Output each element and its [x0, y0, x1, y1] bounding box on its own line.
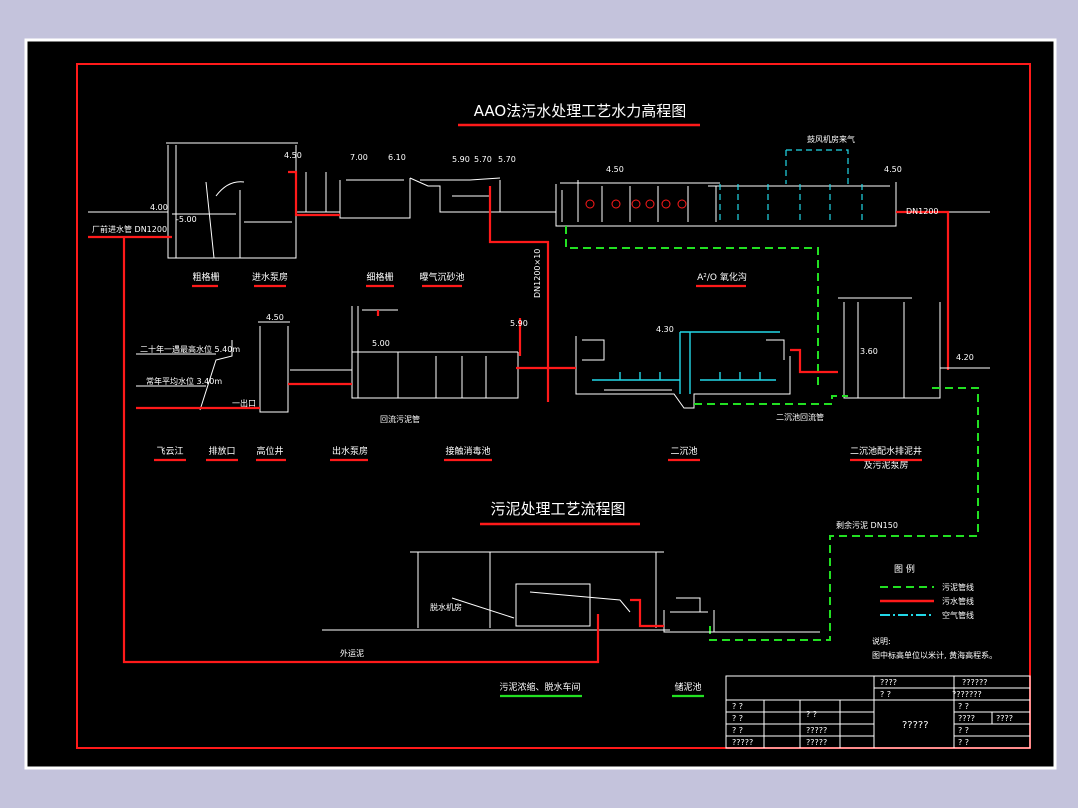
tb-r3a: ? ? — [732, 702, 743, 711]
caption-grit-chamber: 曝气沉砂池 — [419, 271, 464, 283]
tb-r4c: ? ? — [732, 726, 743, 735]
river-level-label: 二十年一遇最高水位 5.40m — [140, 344, 240, 354]
row2-structures — [136, 297, 990, 413]
caption-coarse-screen: 粗格栅 — [192, 271, 219, 283]
elev-label-11: 5.00 — [372, 339, 390, 348]
notes-title: 说明: — [872, 636, 891, 646]
caption-sludge-pump-2: 及污泥泵房 — [863, 459, 908, 471]
sludge-return-label: 回流污泥管 — [380, 414, 420, 424]
outlet-pipe-label: DN1200 — [906, 207, 939, 216]
river-normal-label: 常年平均水位 3.40m — [146, 376, 222, 386]
caption-sludge-tank: 储泥池 — [674, 681, 701, 693]
caption-aao-tank: A²/O 氧化沟 — [697, 271, 747, 283]
caption-secondary-clarifier: 二沉池 — [670, 445, 697, 457]
excess-sludge-label: 剩余污泥 DN150 — [836, 520, 898, 530]
sewage-line-row3 — [122, 237, 664, 664]
inlet-pipe-label: 厂前进水管 DN1200 — [92, 224, 167, 234]
elev-label-9: -5.00 — [176, 215, 197, 224]
elev-label-1: 4.50 — [284, 151, 302, 160]
vertical-pipe-label: DN1200×10 — [533, 249, 542, 298]
caption-inlet-pump: 进水泵房 — [252, 271, 288, 283]
legend: 图 例 污泥管线 污水管线 空气管线 — [880, 563, 974, 620]
sludge-line-row1 — [565, 226, 819, 386]
caption-outfall: 排放口 — [208, 445, 235, 457]
tb-r1c1: ???? — [880, 678, 897, 687]
tb-r1c2: ?????? — [962, 678, 987, 687]
tb-r2c2: ??????? — [952, 690, 982, 699]
sludge-out-label: 外运泥 — [340, 648, 364, 658]
tb-center: ????? — [902, 720, 929, 731]
sewage-line-row1 — [88, 170, 950, 402]
air-pipe-row2 — [592, 331, 780, 394]
elev-label-8: 4.00 — [150, 203, 168, 212]
row1-annotations: 厂前进水管 DN1200 4.50 7.00 6.10 5.90 5.70 5.… — [92, 134, 939, 234]
row1-aeration-discs — [585, 199, 687, 209]
caption-high-well: 高位井 — [256, 445, 283, 457]
elev-label-4: 5.90 — [452, 155, 470, 164]
elev-label-6: 4.50 — [606, 165, 624, 174]
title-block-text: ???? ????? ? ? ? ?????? ? ? ? ? ? ? ? ? ? … — [732, 678, 1013, 747]
notes: 说明: 图中标高单位以米计, 黄海高程系。 — [872, 636, 997, 660]
row3-annotations: 脱水机房 外运泥 剩余污泥 DN150 — [340, 520, 898, 658]
caption-river: 飞云江 — [156, 446, 183, 457]
tb-r3b: ? ? — [958, 702, 969, 711]
secondary-return-label: 二沉池回流管 — [776, 412, 824, 422]
elev-label-5b: 5.70 — [498, 155, 516, 164]
elev-label-14: 4.20 — [956, 353, 974, 362]
dewater-room-label: 脱水机房 — [430, 602, 462, 612]
legend-label-sewage: 污水管线 — [942, 596, 974, 606]
tb-r6b: ????? — [806, 738, 827, 747]
elev-label-10: 4.50 — [266, 313, 284, 322]
elev-label-2: 7.00 — [350, 153, 368, 162]
air-pipe-label: 鼓风机房来气 — [807, 134, 855, 144]
tb-r4a: ? ? — [732, 714, 743, 723]
air-pipe-row1 — [719, 149, 863, 222]
row3-captions: 污泥浓缩、脱水车间 储泥池 — [499, 681, 701, 693]
drawing-sheet — [24, 38, 1057, 770]
row2-annotations: 二十年一遇最高水位 5.40m 常年平均水位 3.40m 4.50 一出口 5.… — [140, 313, 974, 424]
row1-captions: 粗格栅 进水泵房 细格栅 曝气沉砂池 A²/O 氧化沟 — [192, 271, 746, 283]
caption-contact-tank: 接触消毒池 — [445, 445, 490, 457]
elev-label-15: 5.90 — [510, 319, 528, 328]
elev-label-5: 5.70 — [474, 155, 492, 164]
elev-label-12: 4.30 — [656, 325, 674, 334]
title-block — [725, 675, 1031, 749]
tb-rc4: ? ? — [958, 726, 969, 735]
tb-rc5: ? ? — [958, 738, 969, 747]
legend-label-sludge: 污泥管线 — [942, 582, 974, 592]
tb-rc2: ???? — [996, 714, 1013, 723]
caption-outlet-pump: 出水泵房 — [332, 445, 368, 457]
tb-r6a: ????? — [732, 738, 753, 747]
tb-r4b: ? ? — [806, 710, 817, 719]
tb-rc1: ???? — [958, 714, 975, 723]
row2-captions: 飞云江 排放口 高位井 出水泵房 接触消毒池 二沉池 二沉池配水排泥井 及污泥泵… — [156, 445, 922, 471]
legend-label-air: 空气管线 — [942, 610, 974, 620]
elev-label-7: 4.50 — [884, 165, 902, 174]
notes-line-1: 图中标高单位以米计, 黄海高程系。 — [872, 650, 997, 660]
legend-title: 图 例 — [894, 563, 915, 575]
elev-label-3: 6.10 — [388, 153, 406, 162]
main-title: AAO法污水处理工艺水力高程图 — [474, 102, 686, 120]
tb-r2c1: ? ? — [880, 690, 891, 699]
row3-structures — [322, 551, 820, 633]
drawing-border — [76, 63, 1031, 749]
sludge-line-row2 — [694, 387, 979, 641]
caption-fine-screen: 细格栅 — [366, 271, 393, 283]
caption-dewater: 污泥浓缩、脱水车间 — [499, 681, 580, 693]
tb-r5a: ????? — [806, 726, 827, 735]
caption-sludge-pump-1: 二沉池配水排泥井 — [850, 445, 922, 457]
high-well-sublabel: 一出口 — [232, 398, 256, 408]
sludge-title: 污泥处理工艺流程图 — [490, 500, 625, 518]
elev-label-13: 3.60 — [860, 347, 878, 356]
sewage-line-row2 — [136, 310, 838, 410]
